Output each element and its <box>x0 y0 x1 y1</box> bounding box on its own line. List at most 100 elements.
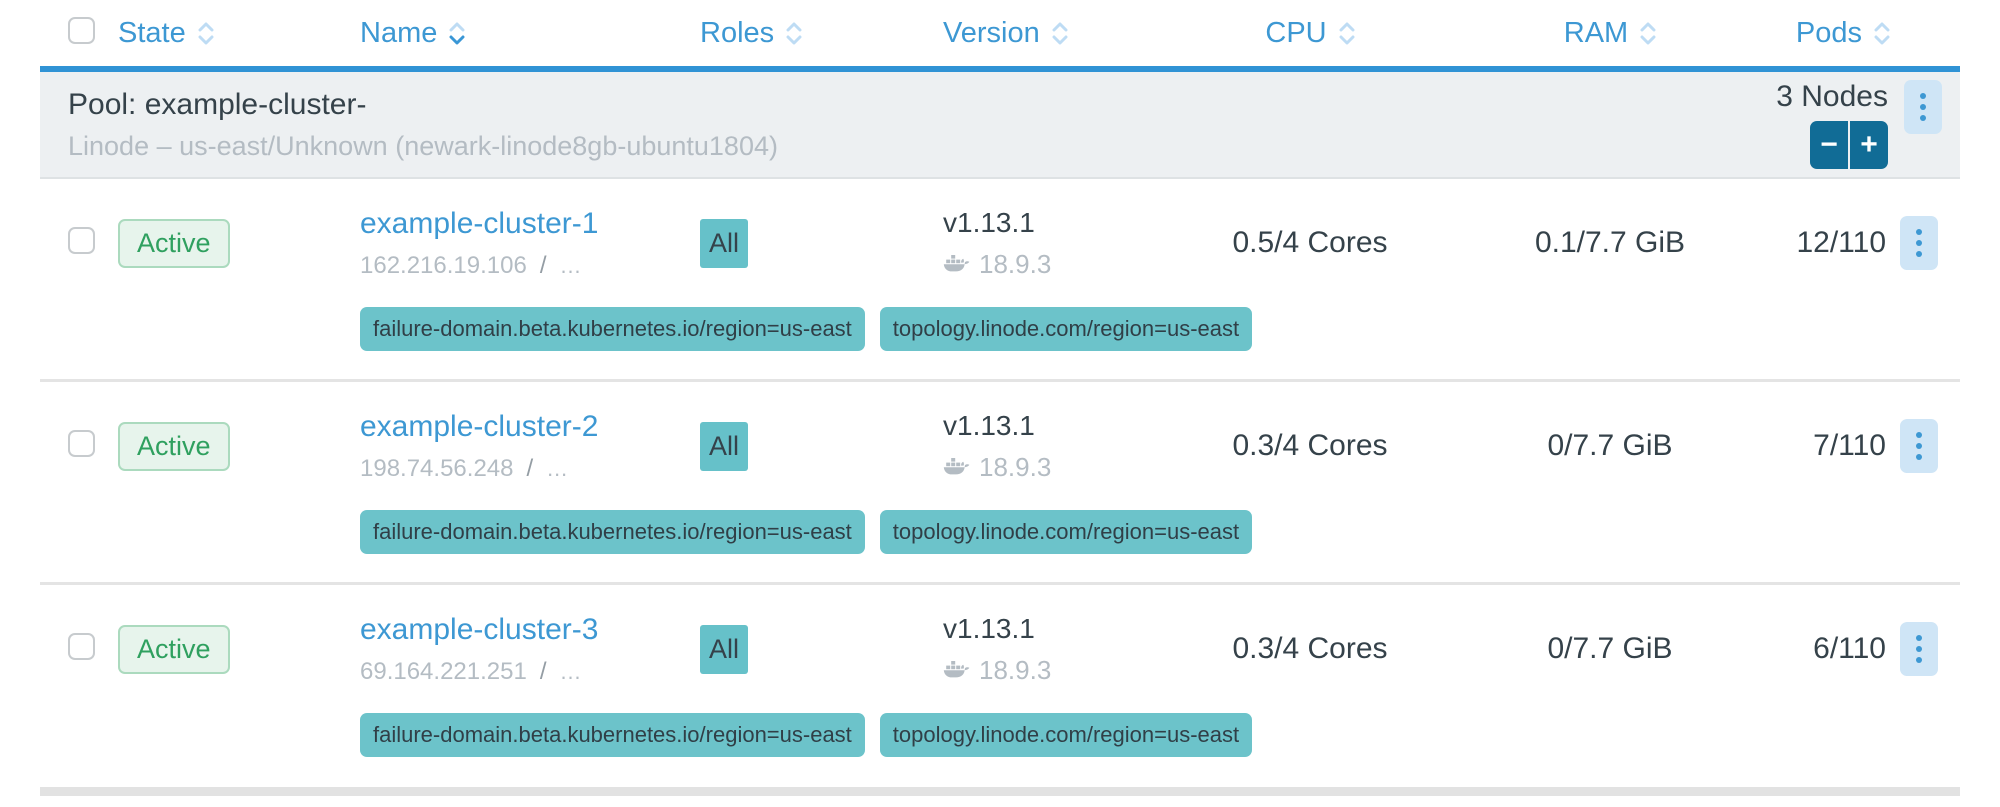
sort-icons[interactable] <box>198 22 214 45</box>
version-cell: v1.13.1 18.9.3 <box>943 207 1160 280</box>
sort-icons[interactable] <box>1874 22 1890 45</box>
sort-icons[interactable] <box>1339 22 1355 45</box>
sort-up-icon <box>786 22 802 31</box>
column-label: Pods <box>1795 16 1862 49</box>
role-badge: All <box>700 624 749 674</box>
ip-ellipsis[interactable]: … <box>546 455 569 481</box>
column-header-roles[interactable]: Roles <box>700 17 943 50</box>
version-cell: v1.13.1 18.9.3 <box>943 410 1160 483</box>
state-cell: Active <box>118 218 360 268</box>
node-row-main: Active example-cluster-2 198.74.56.248 /… <box>40 390 1960 502</box>
row-menu-button[interactable] <box>1900 419 1938 473</box>
column-header-version[interactable]: Version <box>943 17 1160 50</box>
sort-up-icon <box>1052 22 1068 31</box>
name-cell: example-cluster-3 69.164.221.251 / … <box>360 613 700 686</box>
sort-up-icon <box>449 22 465 31</box>
state-cell: Active <box>118 421 360 471</box>
sort-up-icon <box>1640 22 1656 31</box>
scale-up-button[interactable]: + <box>1850 121 1888 169</box>
pool-menu-button[interactable] <box>1904 80 1942 134</box>
version-cell: v1.13.1 18.9.3 <box>943 613 1160 686</box>
ip-line: 162.216.19.106 / … <box>360 252 700 280</box>
docker-version-line: 18.9.3 <box>943 655 1160 686</box>
ram-cell: 0.1/7.7 GiB <box>1534 226 1686 259</box>
sort-icons[interactable] <box>1052 22 1068 45</box>
sort-down-icon <box>1339 35 1355 44</box>
row-select-checkbox[interactable] <box>68 227 95 254</box>
labels-line: failure-domain.beta.kubernetes.io/region… <box>360 510 1960 554</box>
roles-cell: All <box>700 218 943 268</box>
scale-buttons: − + <box>1810 121 1888 169</box>
column-label: State <box>118 16 186 49</box>
kubernetes-version: v1.13.1 <box>943 612 1035 644</box>
row-actions-cell <box>1900 216 1960 270</box>
select-all-cell <box>40 17 118 49</box>
row-menu-button[interactable] <box>1900 622 1938 676</box>
row-select-checkbox[interactable] <box>68 430 95 457</box>
labels-line: failure-domain.beta.kubernetes.io/region… <box>360 307 1960 351</box>
node-row: Active example-cluster-3 69.164.221.251 … <box>40 582 1960 785</box>
ip-ellipsis[interactable]: … <box>559 252 582 278</box>
column-header-pods[interactable]: Pods <box>1760 17 1900 50</box>
column-header-state[interactable]: State <box>118 17 360 50</box>
kubernetes-version: v1.13.1 <box>943 409 1035 441</box>
pool-row: Pool: example-cluster- Linode – us-east/… <box>40 72 1960 179</box>
row-select-checkbox[interactable] <box>68 633 95 660</box>
sort-down-icon <box>198 35 214 44</box>
ip-line: 198.74.56.248 / … <box>360 455 700 483</box>
column-header-cpu[interactable]: CPU <box>1160 17 1460 50</box>
roles-cell: All <box>700 624 943 674</box>
node-label-badge: topology.linode.com/region=us-east <box>879 307 1253 351</box>
sort-icons[interactable] <box>449 22 465 45</box>
node-row: Active example-cluster-2 198.74.56.248 /… <box>40 379 1960 582</box>
select-all-checkbox[interactable] <box>68 17 95 44</box>
pool-info: Pool: example-cluster- Linode – us-east/… <box>40 72 778 177</box>
docker-version: 18.9.3 <box>979 451 1052 482</box>
column-header-name[interactable]: Name <box>360 17 700 50</box>
sort-icons[interactable] <box>1640 22 1656 45</box>
pool-title: Pool: example-cluster- <box>68 88 367 121</box>
pods-cell: 6/110 <box>1813 632 1886 665</box>
ip-ellipsis[interactable]: … <box>559 658 582 684</box>
row-actions-cell <box>1900 622 1960 676</box>
node-name-link[interactable]: example-cluster-3 <box>360 612 599 646</box>
scale-down-button[interactable]: − <box>1810 121 1848 169</box>
status-badge: Active <box>118 421 230 471</box>
kubernetes-version: v1.13.1 <box>943 206 1035 238</box>
kebab-dot-icon <box>1916 646 1922 652</box>
kebab-dot-icon <box>1916 229 1922 235</box>
docker-whale-icon <box>943 661 970 678</box>
row-actions-cell <box>1900 419 1960 473</box>
docker-version: 18.9.3 <box>979 248 1052 279</box>
table-bottom-border <box>40 787 1960 796</box>
ip-separator: / <box>526 454 534 482</box>
kebab-dot-icon <box>1916 251 1922 257</box>
sort-down-icon <box>449 35 465 44</box>
column-header-ram[interactable]: RAM <box>1460 17 1760 50</box>
pool-controls: 3 Nodes − + <box>1776 72 1960 177</box>
node-label-badge: topology.linode.com/region=us-east <box>879 510 1253 554</box>
sort-up-icon <box>198 22 214 31</box>
node-label-badge: failure-domain.beta.kubernetes.io/region… <box>360 713 865 757</box>
docker-version: 18.9.3 <box>979 654 1052 685</box>
row-select-cell <box>40 227 118 259</box>
row-select-cell <box>40 633 118 665</box>
role-badge: All <box>700 421 749 471</box>
node-name-link[interactable]: example-cluster-1 <box>360 206 599 240</box>
row-menu-button[interactable] <box>1900 216 1938 270</box>
sort-down-icon <box>1640 35 1656 44</box>
sort-down-icon <box>786 35 802 44</box>
sort-up-icon <box>1874 22 1890 31</box>
kebab-dot-icon <box>1916 443 1922 449</box>
docker-version-line: 18.9.3 <box>943 249 1160 280</box>
state-cell: Active <box>118 624 360 674</box>
sort-icons[interactable] <box>786 22 802 45</box>
node-label-badge: topology.linode.com/region=us-east <box>879 713 1253 757</box>
row-select-cell <box>40 430 118 462</box>
node-name-link[interactable]: example-cluster-2 <box>360 409 599 443</box>
sort-up-icon <box>1339 22 1355 31</box>
labels-line: failure-domain.beta.kubernetes.io/region… <box>360 713 1960 757</box>
node-row-main: Active example-cluster-3 69.164.221.251 … <box>40 593 1960 705</box>
